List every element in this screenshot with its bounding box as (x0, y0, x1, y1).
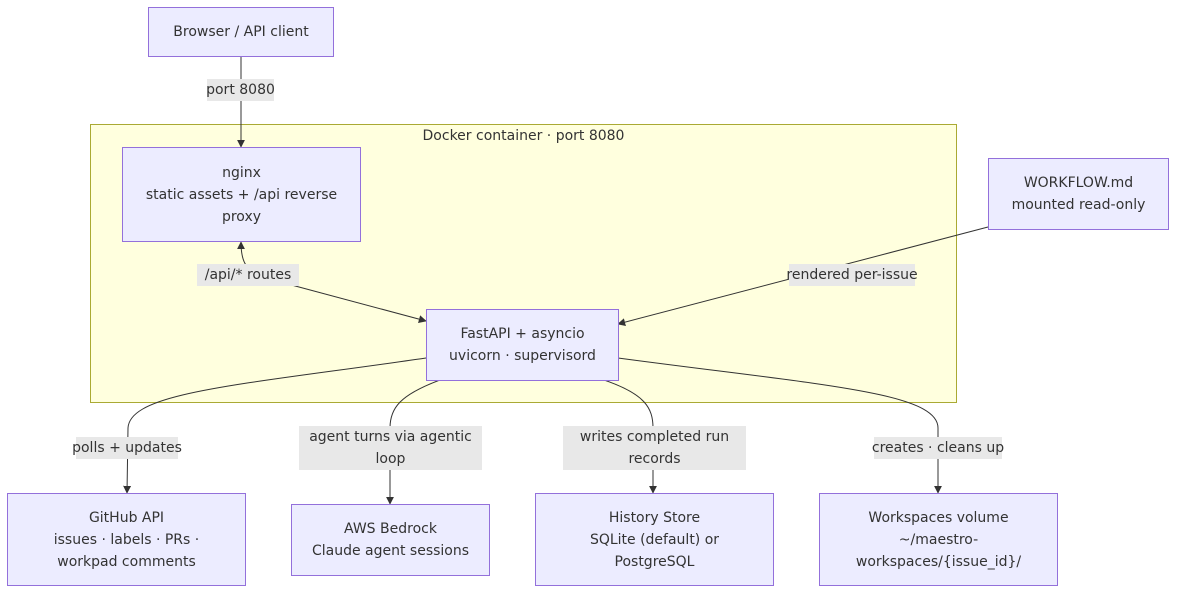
node-line: workspaces/{issue_id}/ (855, 553, 1022, 570)
node-line: proxy (221, 208, 262, 225)
node-line: WORKFLOW.md (1023, 175, 1134, 191)
edge-label-text: records (628, 451, 681, 467)
edge-label-rendered-per-issue: rendered per-issue (786, 264, 918, 286)
workspaces-volume-node: Workspaces volume ~/maestro- workspaces/… (819, 493, 1058, 586)
node-line: FastAPI + asyncio (460, 326, 585, 342)
edge-label-api-routes: /api/* routes (197, 264, 299, 286)
edge-label-text: port 8080 (206, 82, 275, 98)
workflow-md-node: WORKFLOW.md mounted read-only (988, 158, 1169, 230)
node-line: SQLite (default) or (589, 531, 720, 548)
edge-label-text: rendered per-issue (786, 267, 918, 283)
edge-label-polls-updates: polls + updates (72, 437, 182, 459)
node-line: mounted read-only (1011, 197, 1146, 213)
node-line: Browser / API client (173, 24, 309, 40)
edge-label-creates-cleans: creates · cleans up (871, 437, 1005, 459)
nginx-node: nginx static assets + /api reverse proxy (122, 147, 361, 242)
node-line: nginx (222, 164, 261, 181)
edge-label-port: port 8080 (206, 79, 275, 101)
edge-label-text: agent turns via agentic (309, 429, 472, 445)
node-line: PostgreSQL (614, 553, 695, 570)
node-line: History Store (608, 509, 701, 526)
node-line: GitHub API (88, 509, 165, 526)
edge-label-text: creates · cleans up (871, 440, 1005, 456)
aws-bedrock-node: AWS Bedrock Claude agent sessions (291, 504, 490, 576)
edge-label-text: /api/* routes (204, 267, 292, 283)
edge-label-text: loop (375, 451, 406, 467)
node-line: Claude agent sessions (311, 543, 470, 559)
node-line: ~/maestro- (898, 531, 979, 548)
edge-fastapi-github (123, 357, 427, 494)
node-line: uvicorn · supervisord (449, 348, 596, 364)
node-line: issues · labels · PRs · (53, 531, 200, 548)
node-line: workpad comments (57, 553, 196, 570)
node-line: AWS Bedrock (344, 521, 437, 537)
edge-label-writes-records: writes completed run records (563, 426, 746, 470)
edge-label-agent-turns: agent turns via agentic loop (299, 426, 482, 470)
browser-api-client-node: Browser / API client (148, 7, 334, 57)
edge-label-text: writes completed run (579, 429, 730, 445)
edge-fastapi-workspaces (617, 357, 942, 494)
fastapi-node: FastAPI + asyncio uvicorn · supervisord (426, 309, 619, 381)
github-api-node: GitHub API issues · labels · PRs · workp… (7, 493, 246, 586)
history-store-node: History Store SQLite (default) or Postgr… (535, 493, 774, 586)
cluster-label: Docker container · port 8080 (422, 128, 625, 144)
node-line: Workspaces volume (868, 509, 1009, 526)
edge-label-text: polls + updates (72, 440, 182, 456)
node-line: static assets + /api reverse (145, 186, 338, 203)
